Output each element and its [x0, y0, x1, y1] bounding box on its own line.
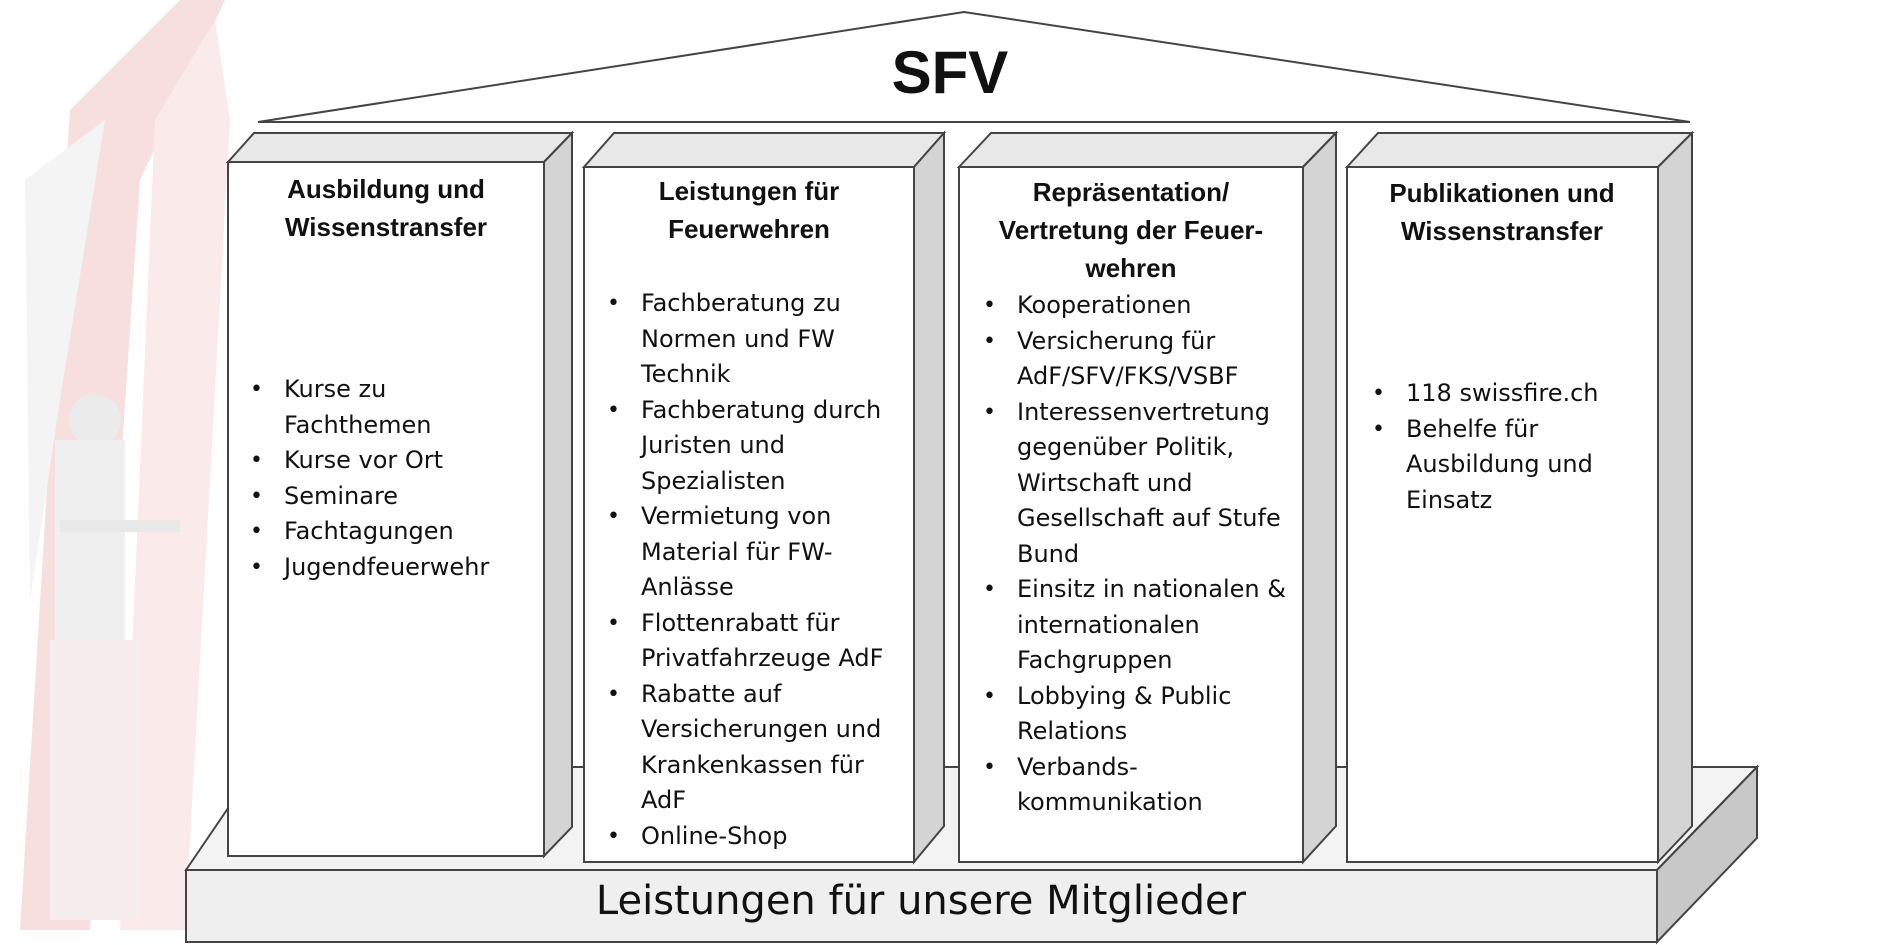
diagram-title: SFV: [891, 39, 1009, 106]
list-item: Vermietung von Material für FW-Anlässe: [605, 499, 910, 606]
column-title: Publikationen und Wissenstransfer: [1389, 178, 1615, 246]
list-item: Verbands-kommunikation: [981, 750, 1301, 821]
list-item: Fachberatung durch Juristen und Speziali…: [605, 393, 910, 500]
column-3-list: Kooperationen Versicherung für AdF/SFV/F…: [981, 288, 1301, 821]
list-item: Online-Shop: [605, 819, 910, 855]
list-item: Lobbying & Public Relations: [981, 679, 1301, 750]
column-title: Repräsentation/ Vertretung der Feuer-weh…: [998, 177, 1264, 283]
list-item: Behelfe für Ausbildung und Einsatz: [1370, 412, 1655, 519]
column-title: Leistungen für Feuerwehren: [658, 176, 840, 244]
base-label: Leistungen für unsere Mitglieder: [595, 878, 1247, 924]
list-item: Seminare: [248, 479, 540, 515]
list-item: Kurse zu Fachthemen: [248, 372, 540, 443]
column-1-title-box: Ausbildung und Wissenstransfer: [236, 170, 536, 246]
list-item: Interessenvertretung gegenüber Politik, …: [981, 395, 1301, 573]
column-3-title-box: Repräsentation/ Vertretung der Feuer-weh…: [978, 173, 1284, 287]
list-item: Jugendfeuerwehr: [248, 550, 540, 586]
column-2-list-box: Fachberatung zu Normen und FW Technik Fa…: [605, 286, 910, 854]
list-item: Kurse vor Ort: [248, 443, 540, 479]
column-3-list-box: Kooperationen Versicherung für AdF/SFV/F…: [981, 288, 1301, 821]
column-1-list: Kurse zu Fachthemen Kurse vor Ort Semina…: [248, 372, 540, 585]
watermark-emblem: [20, 0, 230, 930]
list-item: 118 swissfire.ch: [1370, 376, 1655, 412]
list-item: Einsitz in nationalen & internationalen …: [981, 572, 1301, 679]
list-item: Fachtagungen: [248, 514, 540, 550]
column-title: Ausbildung und Wissenstransfer: [284, 174, 488, 242]
column-4-title-box: Publikationen und Wissenstransfer: [1367, 174, 1637, 250]
list-item: Fachberatung zu Normen und FW Technik: [605, 286, 910, 393]
list-item: Flottenrabatt für Privatfahrzeuge AdF: [605, 606, 910, 677]
column-2-title-box: Leistungen für Feuerwehren: [614, 172, 884, 248]
column-4-list: 118 swissfire.ch Behelfe für Ausbildung …: [1370, 376, 1655, 518]
column-4-list-box: 118 swissfire.ch Behelfe für Ausbildung …: [1370, 376, 1655, 518]
list-item: Rabatte auf Versicherungen und Krankenka…: [605, 677, 910, 819]
column-1-list-box: Kurse zu Fachthemen Kurse vor Ort Semina…: [248, 372, 540, 585]
column-2-list: Fachberatung zu Normen und FW Technik Fa…: [605, 286, 910, 854]
list-item: Versicherung für AdF/SFV/FKS/VSBF: [981, 324, 1301, 395]
list-item: Kooperationen: [981, 288, 1301, 324]
